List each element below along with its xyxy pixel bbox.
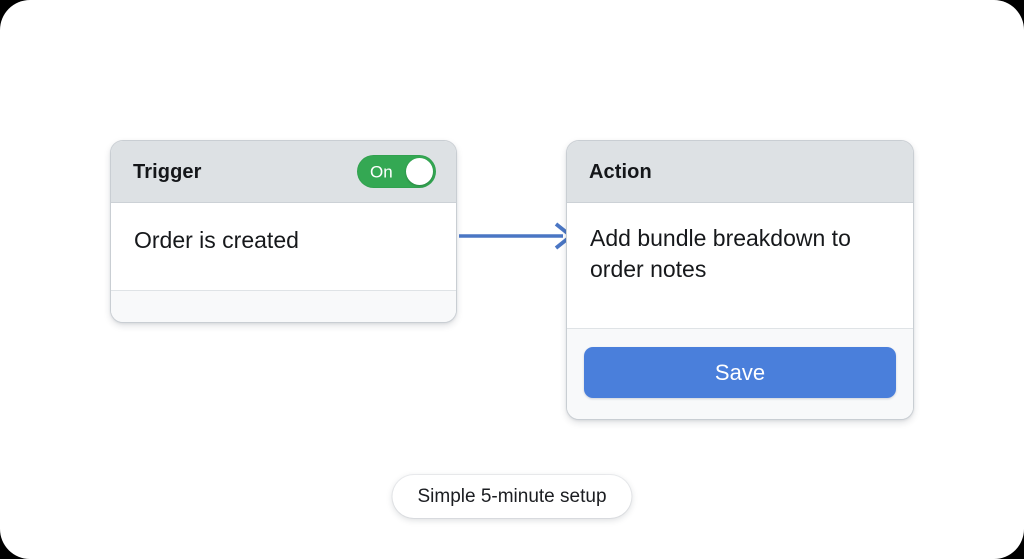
- save-button[interactable]: Save: [584, 347, 896, 398]
- arrow-right-icon: [459, 222, 575, 250]
- flow-connector: [455, 213, 577, 259]
- trigger-card-body: Order is created: [111, 203, 456, 290]
- toggle-knob[interactable]: [406, 158, 433, 185]
- toggle-state-label: On: [370, 162, 393, 181]
- trigger-card-title: Trigger: [133, 160, 202, 183]
- trigger-card-footer: [111, 290, 456, 322]
- action-description-text: Add bundle breakdown to order notes: [590, 225, 851, 283]
- action-card-footer: Save: [567, 328, 913, 419]
- trigger-enabled-toggle[interactable]: On: [357, 155, 436, 188]
- trigger-card[interactable]: Trigger On Order is created: [110, 140, 457, 323]
- action-card[interactable]: Action Add bundle breakdown to order not…: [566, 140, 914, 420]
- caption-text: Simple 5-minute setup: [417, 486, 607, 507]
- caption-pill: Simple 5-minute setup: [392, 475, 632, 518]
- trigger-condition-text: Order is created: [134, 227, 299, 253]
- action-card-header: Action: [567, 141, 913, 203]
- action-card-body: Add bundle breakdown to order notes: [567, 203, 913, 328]
- trigger-card-header: Trigger On: [111, 141, 456, 203]
- action-card-title: Action: [589, 160, 652, 183]
